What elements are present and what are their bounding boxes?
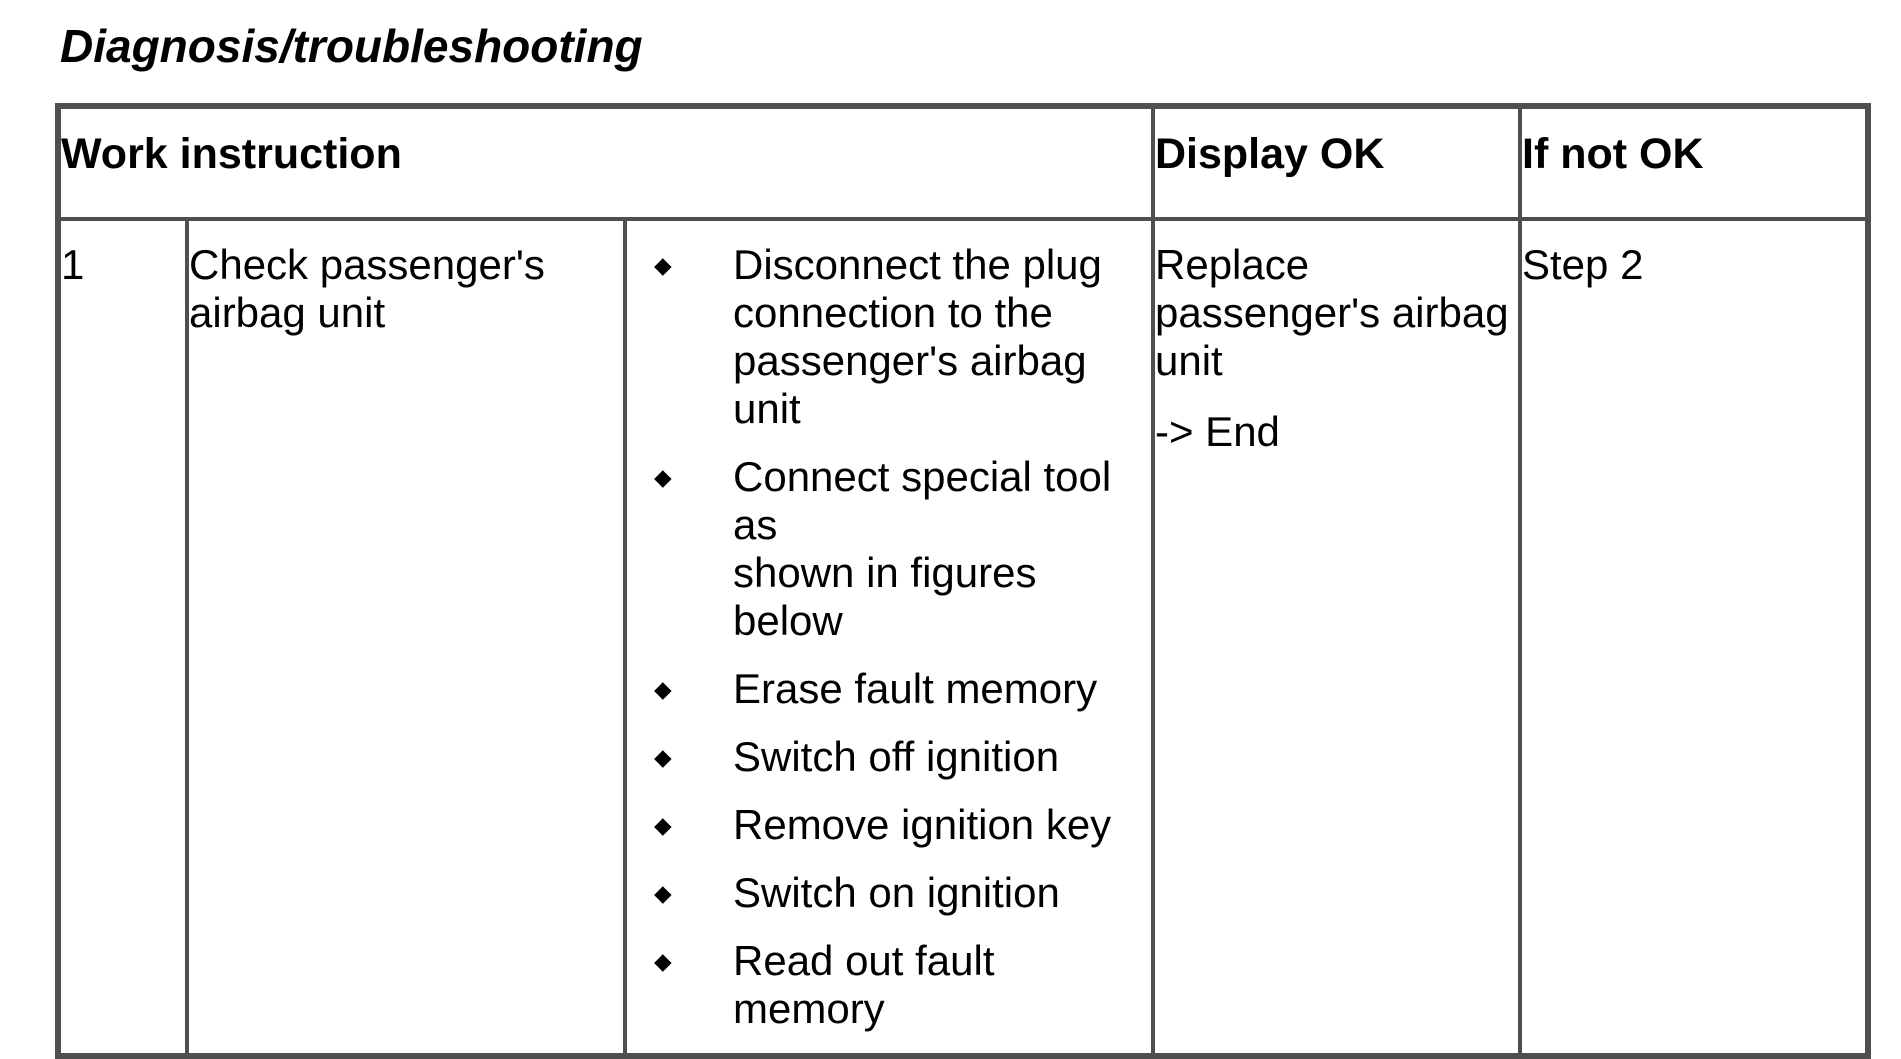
- bullet-diamond-icon: ◆: [654, 676, 672, 702]
- table-header-row: Work instruction Display OK If not OK: [56, 104, 1870, 221]
- table-row-step-1: 1 Check passenger's airbag unit ◆ Discon…: [56, 217, 1870, 1058]
- action-item: ◆ Remove ignition key: [629, 801, 1149, 849]
- display-ok-cell: Replace passenger's airbag unit -> End: [1151, 217, 1522, 1058]
- bullet-diamond-icon: ◆: [654, 880, 672, 906]
- page-title: Diagnosis/troubleshooting: [60, 20, 643, 72]
- action-text: Remove ignition key: [733, 801, 1112, 848]
- action-item: ◆ Switch on ignition: [629, 869, 1149, 917]
- bullet-diamond-icon: ◆: [654, 744, 672, 770]
- step-number-cell: 1: [56, 217, 189, 1058]
- bullet-diamond-icon: ◆: [654, 252, 672, 278]
- action-text: Switch off ignition: [733, 733, 1060, 780]
- action-item: ◆ Read out fault memory: [629, 937, 1149, 1033]
- action-text: Switch on ignition: [733, 869, 1060, 916]
- action-text: Connect special tool as shown in figures…: [733, 453, 1112, 644]
- action-text: Erase fault memory: [733, 665, 1098, 712]
- diagnosis-table: Work instruction Display OK If not OK 1 …: [55, 103, 1871, 1059]
- display-ok-paragraph: -> End: [1155, 408, 1280, 455]
- column-header-display-ok: Display OK: [1151, 104, 1522, 221]
- column-header-if-not-ok: If not OK: [1518, 104, 1870, 221]
- action-item: ◆ Disconnect the plug connection to the …: [629, 241, 1149, 433]
- action-text: Disconnect the plug connection to the pa…: [733, 241, 1102, 432]
- bullet-diamond-icon: ◆: [654, 948, 672, 974]
- bullet-diamond-icon: ◆: [654, 812, 672, 838]
- action-item: ◆ Erase fault memory: [629, 665, 1149, 713]
- action-item: ◆ Connect special tool as shown in figur…: [629, 453, 1149, 645]
- display-ok-content: Replace passenger's airbag unit -> End: [1155, 241, 1516, 456]
- action-item: ◆ Switch off ignition: [629, 733, 1149, 781]
- if-not-ok-cell: Step 2: [1518, 217, 1870, 1058]
- column-header-work-instruction: Work instruction: [56, 104, 1155, 221]
- bullet-diamond-icon: ◆: [654, 464, 672, 490]
- actions-cell: ◆ Disconnect the plug connection to the …: [623, 217, 1155, 1058]
- action-text: Read out fault memory: [733, 937, 995, 1032]
- actions-list: ◆ Disconnect the plug connection to the …: [629, 241, 1149, 1033]
- task-cell: Check passenger's airbag unit: [185, 217, 627, 1058]
- display-ok-paragraph: Replace passenger's airbag unit: [1155, 241, 1509, 384]
